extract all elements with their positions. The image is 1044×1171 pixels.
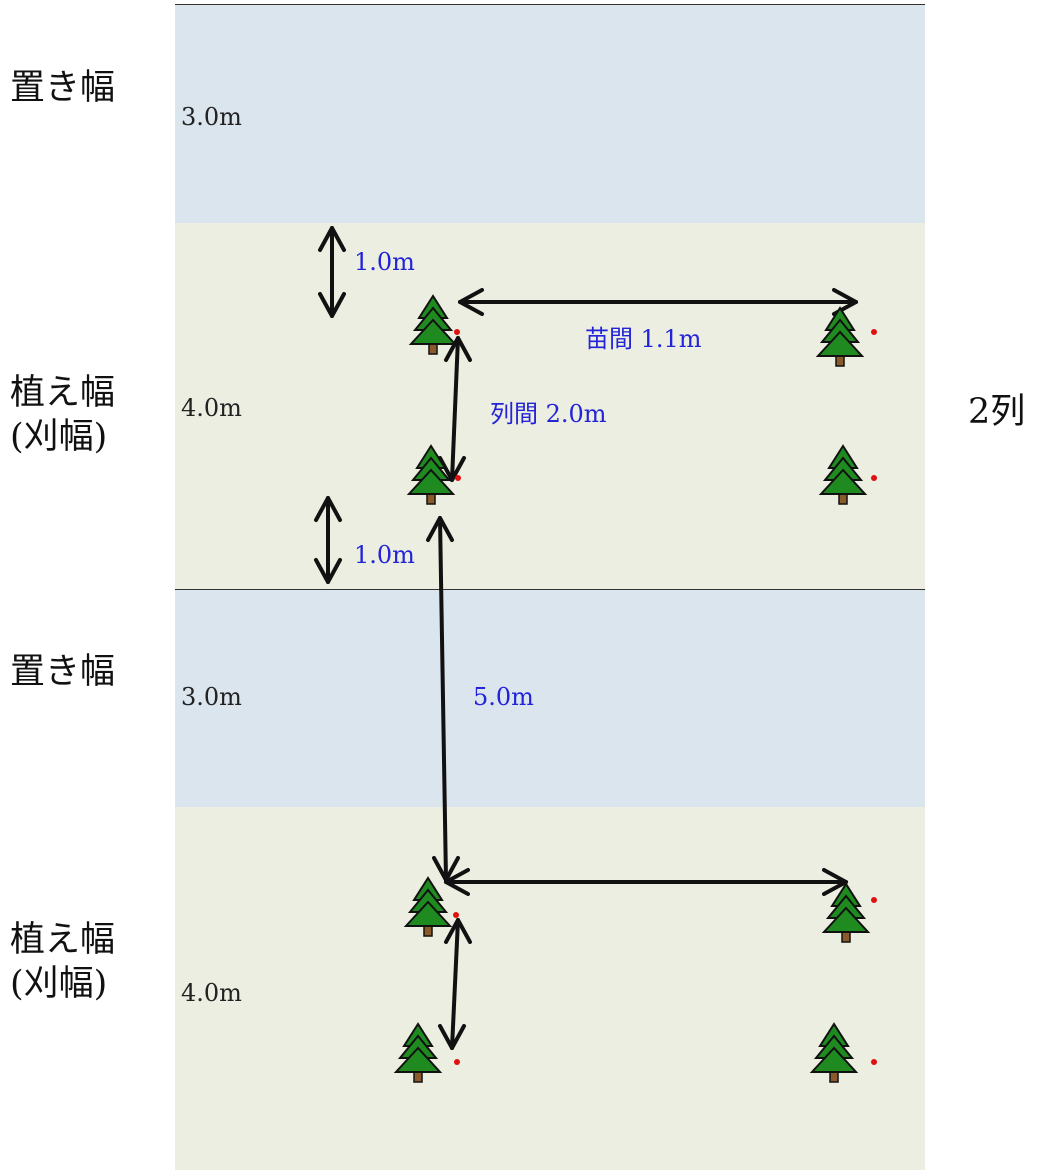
band-width-1: 3.0m xyxy=(181,103,242,131)
planting-band-1 xyxy=(175,223,925,589)
band-label-placement-1: 置き幅 xyxy=(10,68,116,108)
double-arrow-icon xyxy=(458,288,858,316)
red-dot-marker xyxy=(871,897,877,903)
tree-icon xyxy=(811,1023,857,1083)
band-width-2: 4.0m xyxy=(181,394,242,422)
seedling-spacing-label: 苗間 1.1m xyxy=(585,325,702,353)
band-label-planting-2: 植え幅 (刈幅) xyxy=(10,920,116,1004)
red-dot-marker xyxy=(871,329,877,335)
double-arrow-icon xyxy=(314,496,342,584)
red-dot-marker xyxy=(455,475,461,481)
double-arrow-icon xyxy=(438,336,472,482)
double-arrow-icon xyxy=(438,918,472,1050)
edge-margin-bottom-label: 1.0m xyxy=(354,541,415,569)
band-gap-label: 5.0m xyxy=(473,683,534,711)
double-arrow-icon xyxy=(318,226,346,318)
red-dot-marker xyxy=(453,912,459,918)
tree-icon xyxy=(823,883,869,943)
tree-icon xyxy=(820,445,866,505)
red-dot-marker xyxy=(871,475,877,481)
band-width-3: 3.0m xyxy=(181,683,242,711)
edge-margin-top-label: 1.0m xyxy=(354,248,415,276)
tree-icon xyxy=(395,1023,441,1083)
red-dot-marker xyxy=(454,1059,460,1065)
row-spacing-label: 列間 2.0m xyxy=(490,400,607,428)
red-dot-marker xyxy=(454,329,460,335)
band-label-planting-1: 植え幅 (刈幅) xyxy=(10,373,116,457)
tree-icon xyxy=(408,445,454,505)
tree-icon xyxy=(410,295,456,355)
tree-icon xyxy=(817,307,863,367)
band-label-placement-2: 置き幅 xyxy=(10,652,116,692)
planting-band-2 xyxy=(175,807,925,1170)
row-count-label: 2列 xyxy=(968,392,1026,432)
red-dot-marker xyxy=(871,1059,877,1065)
tree-icon xyxy=(405,877,451,937)
double-arrow-icon xyxy=(426,516,460,882)
placement-band-1 xyxy=(175,4,925,225)
double-arrow-icon xyxy=(444,868,848,896)
band-width-4: 4.0m xyxy=(181,979,242,1007)
